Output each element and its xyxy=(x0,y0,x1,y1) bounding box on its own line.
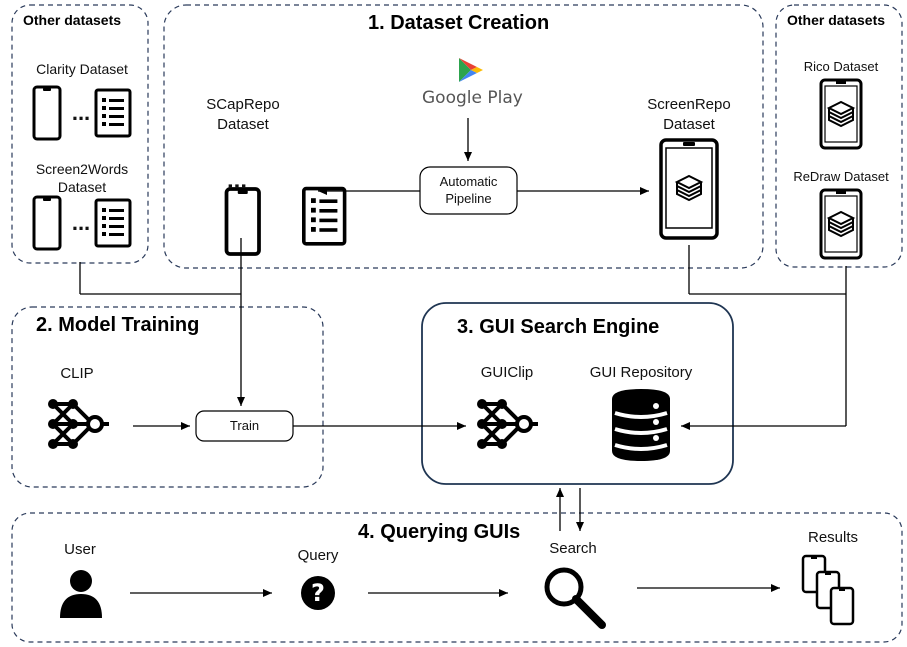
guiclip-network-icon xyxy=(475,397,540,451)
screen2words-label-line2: Dataset xyxy=(57,179,107,195)
train-label: Train xyxy=(229,418,260,433)
google-play-label: Google Play xyxy=(422,88,523,108)
screenrepo-label-line1: ScreenRepo xyxy=(647,96,731,113)
rico-label: Rico Dataset xyxy=(803,59,879,74)
panel-gui-search-engine xyxy=(421,302,734,485)
svg-text:?: ? xyxy=(311,579,325,607)
results-label: Results xyxy=(807,529,859,546)
user-label: User xyxy=(64,541,96,558)
querying-guis-title: 4. Querying GUIs xyxy=(358,521,521,543)
other-datasets-right-title: Other datasets xyxy=(787,12,886,28)
pipeline-line2: Pipeline xyxy=(445,191,492,206)
user-icon xyxy=(60,570,102,618)
pipeline-line1: Automatic xyxy=(439,174,498,189)
panel-model-training xyxy=(11,306,324,488)
rico-phone-icon xyxy=(819,78,863,150)
screenrepo-phone-icon xyxy=(659,138,719,240)
dataset-creation-title: 1. Dataset Creation xyxy=(368,12,550,34)
panel-dataset-creation xyxy=(163,4,764,269)
redraw-label: ReDraw Dataset xyxy=(793,169,889,184)
scaprepo-list-icon xyxy=(302,186,347,246)
query-label: Query xyxy=(297,547,339,564)
redraw-phone-icon xyxy=(819,188,863,260)
clarity-label: Clarity Dataset xyxy=(36,61,128,77)
clarity-list-icon xyxy=(94,88,132,138)
panel-querying-guis xyxy=(11,512,903,643)
clip-network-icon xyxy=(46,397,111,451)
clarity-phone-icon xyxy=(32,85,62,141)
clarity-ellipsis: ... xyxy=(71,100,91,125)
screen2words-phone-icon xyxy=(32,195,62,251)
screenrepo-label-line2: Dataset xyxy=(663,116,715,133)
scaprepo-ellipsis: ... xyxy=(226,167,247,194)
other-datasets-left-title: Other datasets xyxy=(23,12,122,28)
search-label: Search xyxy=(549,540,597,557)
automatic-pipeline-label: Automatic Pipeline xyxy=(420,173,517,207)
connectors xyxy=(79,118,847,597)
gui-search-engine-title: 3. GUI Search Engine xyxy=(457,316,660,338)
question-icon: ? xyxy=(301,576,335,610)
panel-other-right xyxy=(775,4,903,268)
results-phones-icon xyxy=(801,554,855,626)
clip-label: CLIP xyxy=(60,365,94,382)
guiclip-label: GUIClip xyxy=(480,364,534,381)
scaprepo-label-line1: SCapRepo xyxy=(206,96,280,113)
google-play-logo xyxy=(459,58,483,82)
scaprepo-label-line2: Dataset xyxy=(217,116,269,133)
model-training-title: 2. Model Training xyxy=(36,314,200,336)
screen2words-ellipsis: ... xyxy=(71,210,91,235)
screen2words-label-line1: Screen2Words xyxy=(35,161,129,177)
gui-repository-label: GUI Repository xyxy=(589,364,693,381)
panel-other-left xyxy=(11,4,149,264)
screen2words-list-icon xyxy=(94,198,132,248)
magnifier-icon xyxy=(544,567,606,629)
scaprepo-phone-icon xyxy=(224,187,261,256)
database-icon xyxy=(612,389,670,461)
